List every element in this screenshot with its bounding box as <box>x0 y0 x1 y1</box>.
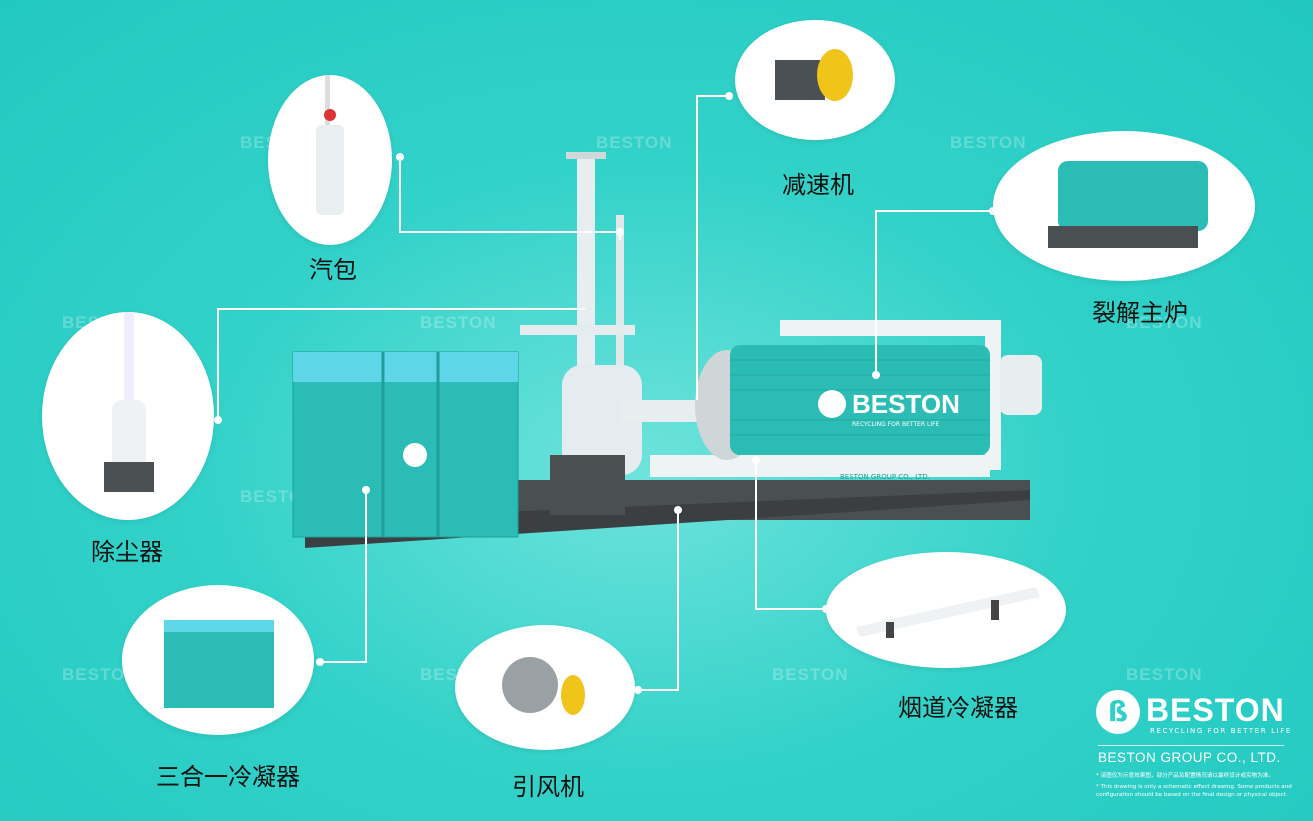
reactor-logo-icon <box>818 390 846 418</box>
connector-lines <box>217 95 993 691</box>
steam-drum-label: 汽包 <box>309 256 357 284</box>
pyrolysis-reactor-bubble[interactable] <box>993 131 1255 281</box>
flue-condenser-bubble[interactable] <box>826 552 1066 668</box>
note-cn: * 该图仅为示意效果图，部分产品及配置情况请以最终设计或实物为准。 <box>1096 773 1274 779</box>
steam-drum-vessel <box>562 365 642 475</box>
flue-condenser-label: 烟道冷凝器 <box>898 694 1018 722</box>
speed-reducer-bubble[interactable] <box>735 20 895 140</box>
condenser-box <box>292 351 519 538</box>
flue-pipe <box>650 455 990 477</box>
watermark: BESTON <box>1126 665 1203 684</box>
chimney <box>577 158 595 388</box>
three-in-one-condenser-label: 三合一冷凝器 <box>156 763 300 791</box>
note-en-1: * This drawing is only a schematic effec… <box>1096 784 1292 790</box>
watermark: BESTON <box>1126 313 1203 332</box>
watermark: BESTON <box>950 133 1027 152</box>
speed-reducer-label: 减速机 <box>782 171 854 199</box>
company-name: BESTON GROUP CO., LTD. <box>1098 750 1281 765</box>
induced-draft-fan-label: 引风机 <box>512 773 584 801</box>
dust-remover-label: 除尘器 <box>91 538 163 566</box>
watermark: BESTON <box>596 133 673 152</box>
watermark: BESTON <box>420 313 497 332</box>
watermark: BESTON <box>772 665 849 684</box>
pyrolysis-reactor-drum <box>730 345 990 455</box>
flue-side-text: BESTON GROUP CO., LTD. <box>840 473 930 481</box>
steam-drum-bubble[interactable] <box>268 75 392 245</box>
watermark: BESTON <box>62 665 139 684</box>
divider <box>1098 745 1284 746</box>
three-in-one-condenser-bubble[interactable] <box>122 585 314 735</box>
pyrolysis-reactor-label: 裂解主炉 <box>1092 299 1188 327</box>
reactor-slogan: RECYCLING FOR BETTER LIFE <box>852 421 940 428</box>
logo-name: BESTON <box>1146 692 1285 728</box>
induced-draft-fan-bubble[interactable] <box>455 625 635 750</box>
beston-logo-icon: ß <box>1096 690 1140 734</box>
reactor-brand: BESTON <box>852 389 960 419</box>
dust-remover-bubble[interactable] <box>42 262 214 520</box>
logo-tagline: RECYCLING FOR BETTER LIFE <box>1150 727 1292 735</box>
note-en-2: configuration should be based on the fin… <box>1096 792 1288 798</box>
condenser-logo-icon <box>403 443 427 467</box>
condenser-water <box>293 352 518 382</box>
